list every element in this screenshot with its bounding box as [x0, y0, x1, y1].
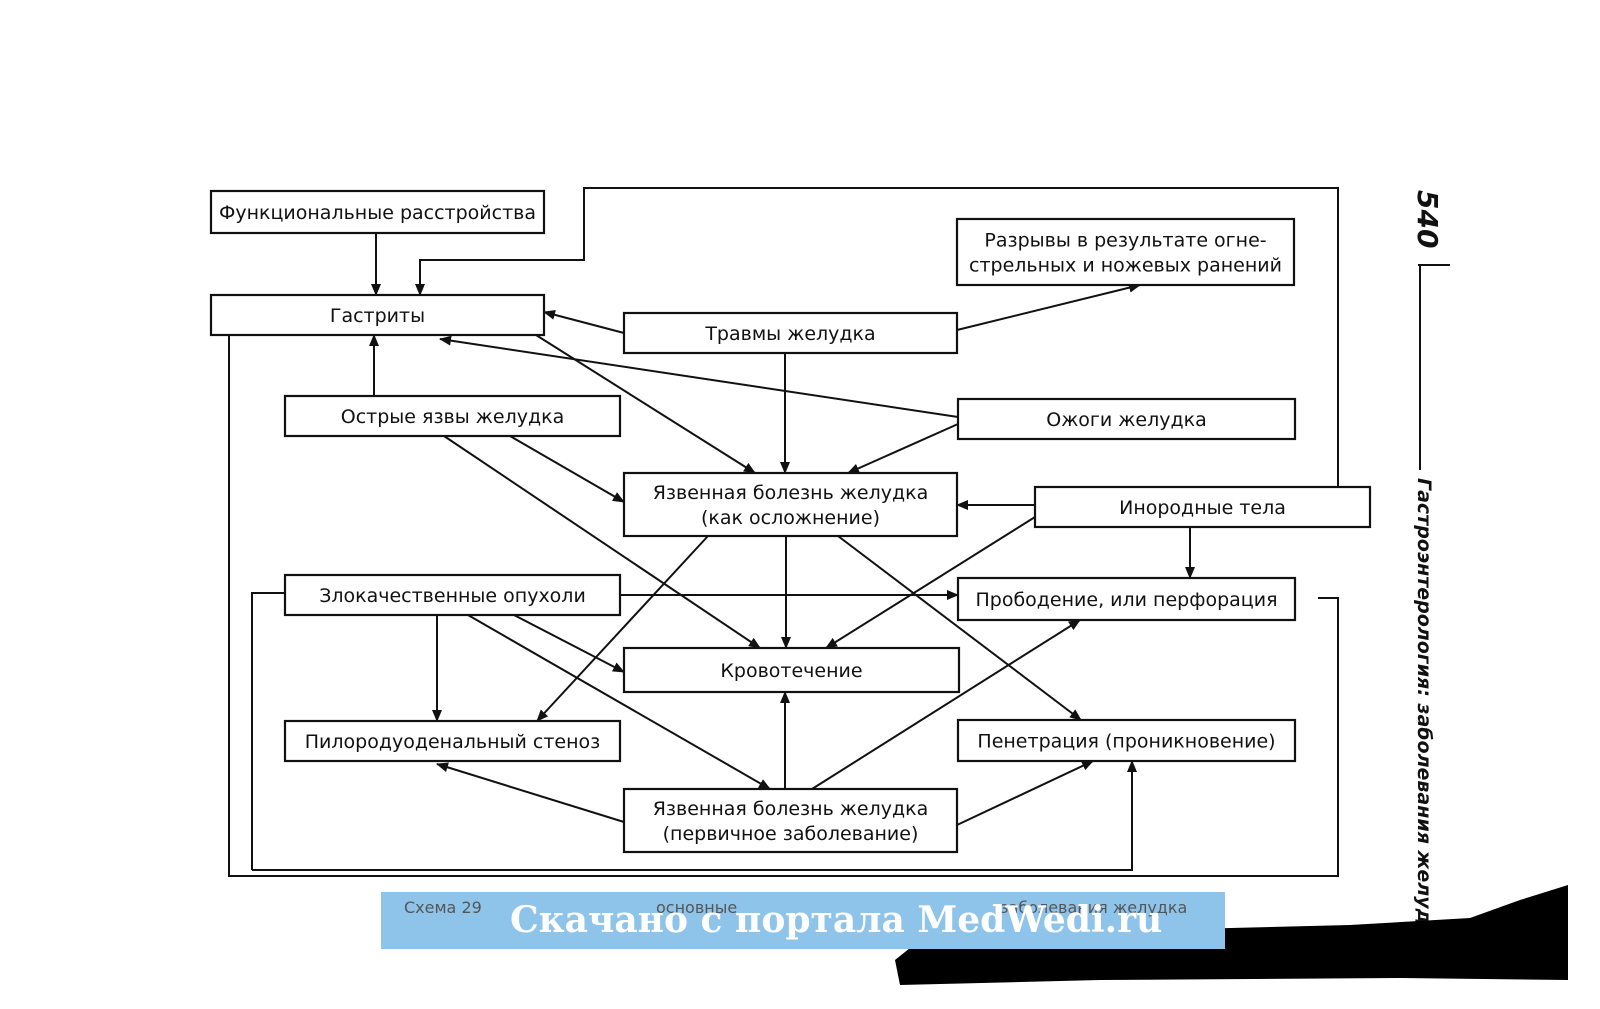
edge-trauma-to-gastritis [543, 309, 625, 334]
edge-gastritis-to-ulcer-complication [535, 334, 756, 474]
node-label-trauma: Травмы желудка [704, 323, 875, 345]
node-label-ulcer-primary: (первичное заболевание) [663, 823, 919, 845]
edge-trauma-to-ruptures [956, 282, 1141, 331]
node-trauma: Травмы желудка [622, 311, 959, 355]
edge-foreign-bodies-to-bleeding [825, 516, 1036, 649]
edge-ulcer-complication-to-stenosis [536, 535, 709, 722]
node-label-foreign-bodies: Инородные тела [1119, 497, 1286, 519]
node-label-acute-ulcers: Острые язвы желудка [341, 406, 564, 428]
node-stenosis: Пилородуоденальный стеноз [283, 719, 622, 763]
node-box-foreign-bodies [1033, 485, 1372, 529]
edge-malignant-tumors-to-ulcer-primary [467, 614, 771, 790]
node-label-bleeding: Кровотечение [720, 660, 862, 682]
node-box-stenosis [283, 719, 622, 763]
node-label-ulcer-complication: Язвенная болезнь желудка [653, 482, 929, 504]
node-label-ruptures: стрельных и ножевых ранений [969, 255, 1282, 277]
node-label-ruptures: Разрывы в результате огне- [984, 230, 1266, 252]
node-box-perforation [956, 576, 1297, 622]
node-ulcer-primary: Язвенная болезнь желудка (первичное забол… [622, 787, 959, 854]
node-box-penetration [956, 718, 1297, 763]
node-box-ulcer-primary [622, 787, 959, 854]
node-penetration: Пенетрация (проникновение) [956, 718, 1297, 763]
node-foreign-bodies: Инородные тела [1033, 485, 1372, 529]
edge-acute-ulcers-to-bleeding [443, 435, 761, 649]
caption: Схема 29 основные заболевания желудка Ск… [381, 892, 1225, 949]
node-gastritis: Гастриты [209, 293, 546, 337]
edge-ulcer-primary-to-stenosis [436, 762, 625, 823]
node-box-acute-ulcers [283, 394, 622, 438]
edge-layer [252, 187, 1339, 871]
node-box-malignant-tumors [283, 573, 622, 617]
node-box-ulcer-complication [622, 471, 959, 538]
edge-ulcer-primary-to-penetration [956, 760, 1094, 826]
node-label-functional: Функциональные расстройства [219, 202, 536, 224]
watermark-text: Скачано с портала MedWedi.ru [510, 899, 1162, 941]
node-ruptures: Разрывы в результате огне-стрельных и но… [955, 217, 1296, 287]
edge-burns-to-ulcer-complication [847, 423, 959, 474]
page-number: 540 [1411, 190, 1444, 248]
node-box-functional [209, 189, 546, 235]
node-box-burns [956, 397, 1297, 441]
node-ulcer-complication: Язвенная болезнь желудка (как осложнение) [622, 471, 959, 538]
node-malignant-tumors: Злокачественные опухоли [283, 573, 622, 617]
edge-foreign-bodies-to-gastritis [415, 187, 1339, 487]
node-box-gastritis [209, 293, 546, 337]
scan-blotch [895, 885, 1568, 985]
node-label-gastritis: Гастриты [330, 305, 425, 327]
node-label-ulcer-primary: Язвенная болезнь желудка [653, 798, 929, 820]
caption-fragment-3: заболевания желудка [1000, 898, 1187, 917]
edge-ulcer-complication-to-penetration [837, 535, 1082, 721]
node-label-stenosis: Пилородуоденальный стеноз [305, 731, 601, 753]
node-acute-ulcers: Острые язвы желудка [283, 394, 622, 438]
edge-acute-ulcers-to-ulcer-complication [509, 435, 625, 503]
node-box-bleeding [622, 646, 961, 694]
watermark-banner [381, 892, 1225, 949]
node-burns: Ожоги желудка [956, 397, 1297, 441]
edge-burns-to-gastritis [439, 335, 959, 418]
caption-fragment-1: Схема 29 [404, 898, 482, 917]
edge-ulcer-primary-to-perforation [811, 619, 1081, 790]
node-label-ulcer-complication: (как осложнение) [701, 507, 880, 529]
node-label-penetration: Пенетрация (проникновение) [977, 731, 1275, 753]
node-label-malignant-tumors: Злокачественные опухоли [319, 585, 586, 607]
node-bleeding: Кровотечение [622, 646, 961, 694]
node-box-trauma [622, 311, 959, 355]
node-functional: Функциональные расстройства [209, 189, 546, 235]
edge-malignant-tumors-to-penetration [252, 760, 1137, 871]
caption-fragment-2: основные [656, 898, 737, 917]
node-perforation: Прободение, или перфорация [956, 576, 1297, 622]
node-label-burns: Ожоги желудка [1046, 409, 1207, 431]
edge-malignant-tumors-to-bleeding [513, 614, 625, 673]
running-head: Гастроэнтерология: заболевания желуд [1413, 478, 1435, 924]
node-box-ruptures [955, 217, 1296, 287]
node-label-perforation: Прободение, или перфорация [975, 589, 1277, 611]
